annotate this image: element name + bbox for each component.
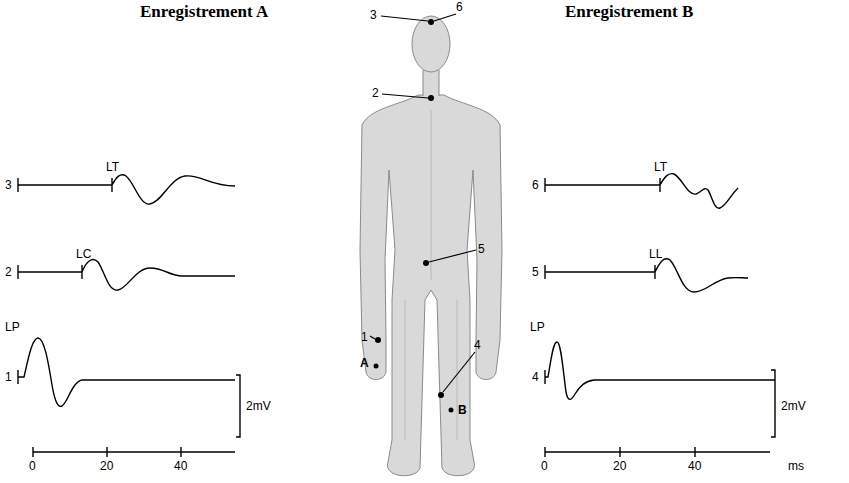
axis-tick-label: 40 (688, 459, 701, 473)
axis-tick-label: 0 (541, 459, 548, 473)
trace-line (545, 342, 775, 399)
callout-number: 1 (361, 330, 368, 344)
axis-tick-label: 20 (613, 459, 626, 473)
site-letter: A (360, 356, 369, 370)
time-axis (33, 447, 235, 457)
wave-label: LP (530, 320, 545, 334)
spine-hint (405, 110, 457, 440)
electrode-dot (423, 260, 429, 266)
callout-number: 3 (370, 8, 377, 22)
axis-tick-label: 0 (29, 459, 36, 473)
scale-bar (236, 375, 240, 437)
trace-number: 6 (532, 178, 539, 192)
axis-tick-label: 20 (100, 459, 113, 473)
callout-number: 2 (372, 86, 379, 100)
wave-label: LL (649, 247, 662, 261)
traces-a (18, 175, 240, 457)
wave-label: LP (5, 320, 20, 334)
electrode-dot (438, 392, 444, 398)
trace-number: 2 (5, 265, 12, 279)
leader-line (381, 16, 428, 21)
trace-line (545, 174, 738, 209)
trace-line (18, 260, 235, 291)
electrode-dot (428, 95, 434, 101)
callout-number: 6 (456, 0, 463, 14)
electrodes (374, 19, 454, 413)
wave-label: LT (106, 160, 119, 174)
scale-label: 2mV (781, 399, 806, 413)
axis-tick-label: ms (788, 459, 804, 473)
site-letter: B (458, 403, 467, 417)
axis-tick-label: 40 (174, 459, 187, 473)
callout-number: 5 (478, 242, 485, 256)
wave-label: LT (654, 160, 667, 174)
trace-line (18, 175, 235, 204)
trace-number: 4 (532, 370, 539, 384)
scale-label: 2mV (246, 399, 271, 413)
body-head (412, 16, 450, 72)
heading: Enregistrement A (140, 2, 268, 22)
trace-line (545, 259, 748, 292)
electrode-dot (428, 19, 434, 25)
time-axis (545, 447, 770, 457)
stimulation-point (374, 364, 379, 369)
callout-number: 4 (474, 338, 481, 352)
leader-line (382, 94, 428, 98)
stimulation-point (449, 408, 454, 413)
scale-bar (771, 370, 775, 437)
trace-number: 1 (5, 370, 12, 384)
body-silhouette (360, 95, 502, 476)
leader-line (429, 250, 476, 262)
electrode-dot (375, 337, 381, 343)
heading: Enregistrement B (565, 2, 693, 22)
leader-line (370, 336, 375, 339)
traces-b (545, 174, 775, 457)
body-neck-outline (423, 70, 439, 96)
trace-line (18, 338, 235, 406)
trace-number: 5 (532, 265, 539, 279)
leader-line (434, 14, 456, 21)
body-figure (360, 16, 502, 476)
trace-number: 3 (5, 178, 12, 192)
leader-lines (370, 14, 476, 392)
leader-line (443, 352, 475, 392)
wave-label: LC (76, 247, 91, 261)
